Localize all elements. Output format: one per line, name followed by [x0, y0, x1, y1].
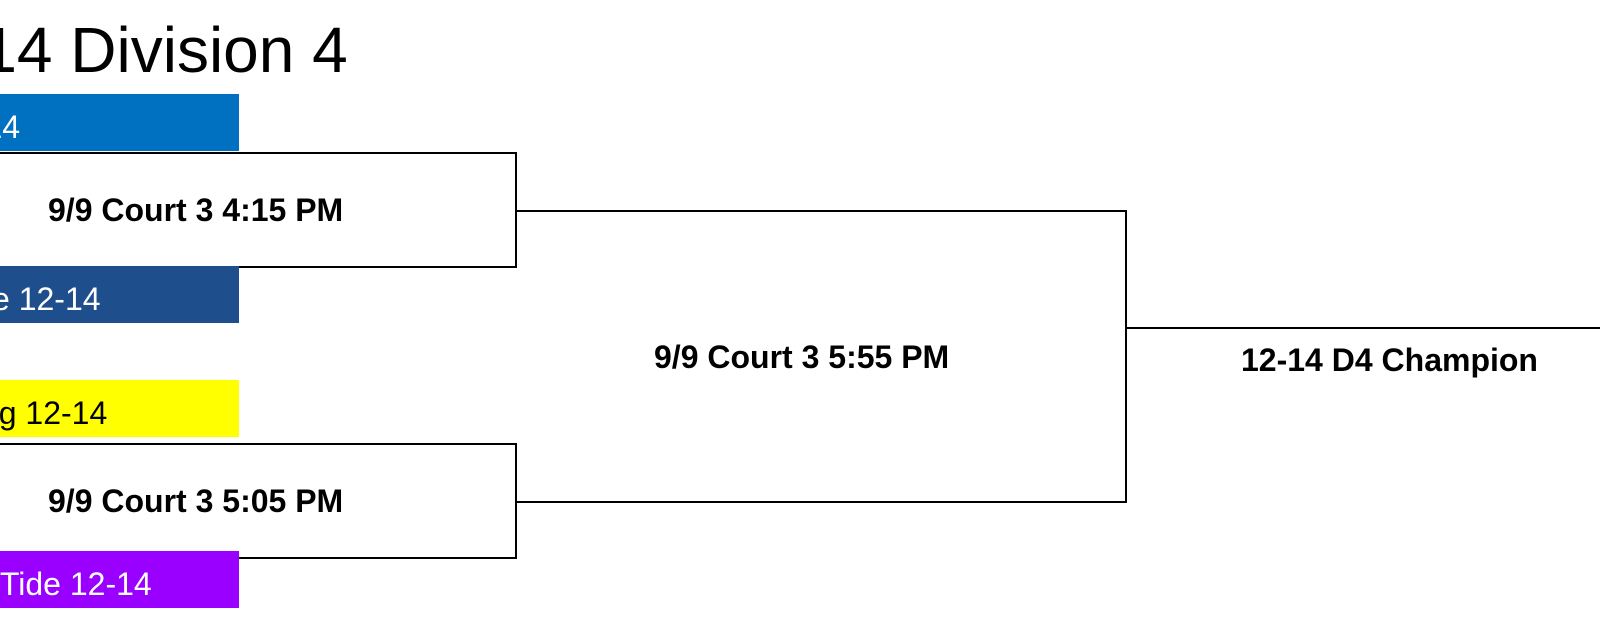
game-label-semifinal-2: 9/9 Court 3 5:05 PM [48, 483, 344, 519]
connector-semifinal-2 [517, 501, 1127, 503]
game-box-semifinal-1: 9/9 Court 3 4:15 PM [0, 152, 517, 268]
team-slot-2: e 12-14 [0, 266, 239, 323]
team-label-4: ng Tide 12-14 [0, 566, 152, 602]
connector-vertical [1125, 210, 1127, 503]
team-label-2: e 12-14 [0, 281, 101, 317]
team-slot-1: 2-14 [0, 94, 239, 151]
game-label-final: 9/9 Court 3 5:55 PM [654, 339, 950, 375]
team-slot-3: ning 12-14 [0, 380, 239, 437]
game-label-semifinal-1: 9/9 Court 3 4:15 PM [48, 192, 344, 228]
champion-label: 12-14 D4 Champion [1241, 342, 1538, 378]
game-box-semifinal-2: 9/9 Court 3 5:05 PM [0, 443, 517, 559]
team-label-1: 2-14 [0, 109, 21, 145]
connector-champion [1125, 327, 1600, 329]
team-slot-4: ng Tide 12-14 [0, 551, 239, 608]
connector-semifinal-1 [517, 210, 1127, 212]
team-label-3: ning 12-14 [0, 395, 108, 431]
bracket-title: -14 Division 4 [0, 14, 348, 86]
